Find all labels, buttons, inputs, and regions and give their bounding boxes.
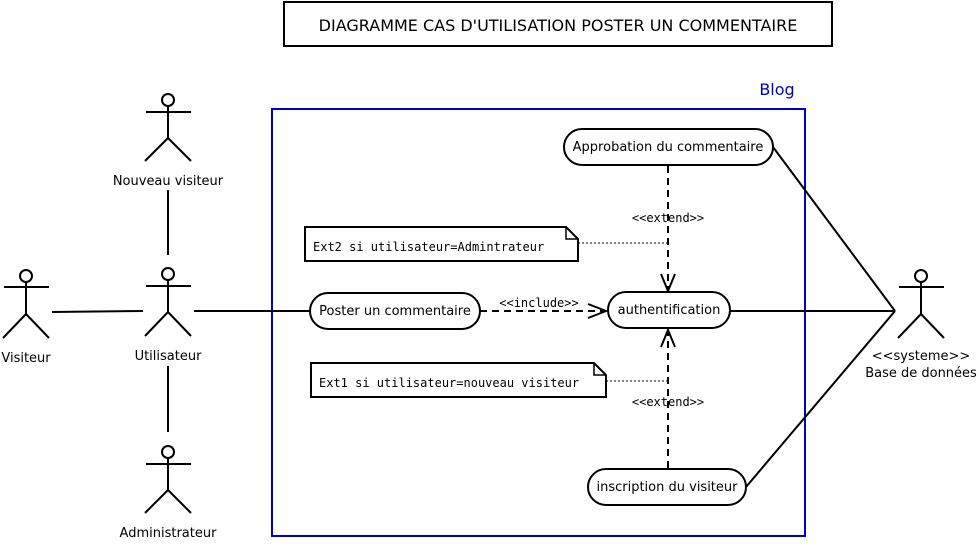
association-inscription-base xyxy=(745,310,896,488)
include-label: <<include>> xyxy=(499,296,578,310)
actor-label-visiteur: Visiteur xyxy=(1,351,51,366)
actor-label-utilisateur: Utilisateur xyxy=(135,349,203,364)
use-case-label-poster: Poster un commentaire xyxy=(319,304,471,319)
use-case-authentification: authentification xyxy=(607,291,731,329)
system-boundary-label: Blog xyxy=(759,80,794,99)
actor-administrateur: Administrateur xyxy=(120,445,218,541)
stick-figure-icon xyxy=(897,269,945,339)
actor-base-de-donnees: <<systeme>> Base de données xyxy=(865,269,977,381)
database-associations xyxy=(730,146,896,488)
note-text-ext2: Ext2 si utilisateur=Admintrateur xyxy=(313,240,544,254)
diagram-title: DIAGRAMME CAS D'UTILISATION POSTER UN CO… xyxy=(283,1,833,47)
actor-stereotype-base: <<systeme>> xyxy=(872,349,971,364)
use-case-label-inscription: inscription du visiteur xyxy=(596,480,738,495)
extend-label-top: <<extend>> xyxy=(632,211,704,225)
stick-figure-icon xyxy=(144,93,192,162)
note-ext2: Ext2 si utilisateur=Admintrateur xyxy=(304,226,579,262)
use-case-label-approbation: Approbation du commentaire xyxy=(573,140,764,155)
diagram-title-text: DIAGRAMME CAS D'UTILISATION POSTER UN CO… xyxy=(319,16,798,35)
relation-include: <<include>> xyxy=(480,296,609,319)
note-text-ext1: Ext1 si utilisateur=nouveau visiteur xyxy=(319,376,579,390)
actor-visiteur: Visiteur xyxy=(1,269,51,366)
system-boundary: Blog xyxy=(271,80,806,537)
stick-figure-icon xyxy=(2,269,50,339)
actor-associations xyxy=(51,190,310,432)
actor-utilisateur: Utilisateur xyxy=(135,267,203,364)
stick-figure-icon xyxy=(144,445,192,514)
use-case-inscription: inscription du visiteur xyxy=(587,468,747,506)
relation-extend-approbation: <<extend>> xyxy=(632,166,704,294)
actor-nouveau-visiteur: Nouveau visiteur xyxy=(113,93,224,189)
use-case-approbation: Approbation du commentaire xyxy=(563,128,774,166)
note-ext1: Ext1 si utilisateur=nouveau visiteur xyxy=(310,362,607,398)
association-visiteur-utilisateur xyxy=(51,310,144,313)
actor-label-nouveau-visiteur: Nouveau visiteur xyxy=(113,174,224,189)
actor-label-base-de-donnees: Base de données xyxy=(865,366,977,381)
extend-label-bottom: <<extend>> xyxy=(632,395,704,409)
relation-extend-inscription: <<extend>> xyxy=(632,327,704,468)
association-approbation-base xyxy=(772,146,896,312)
stick-figure-icon xyxy=(144,267,192,337)
use-case-label-authentification: authentification xyxy=(618,303,721,318)
use-case-poster: Poster un commentaire xyxy=(309,292,481,330)
actor-label-administrateur: Administrateur xyxy=(120,526,218,541)
